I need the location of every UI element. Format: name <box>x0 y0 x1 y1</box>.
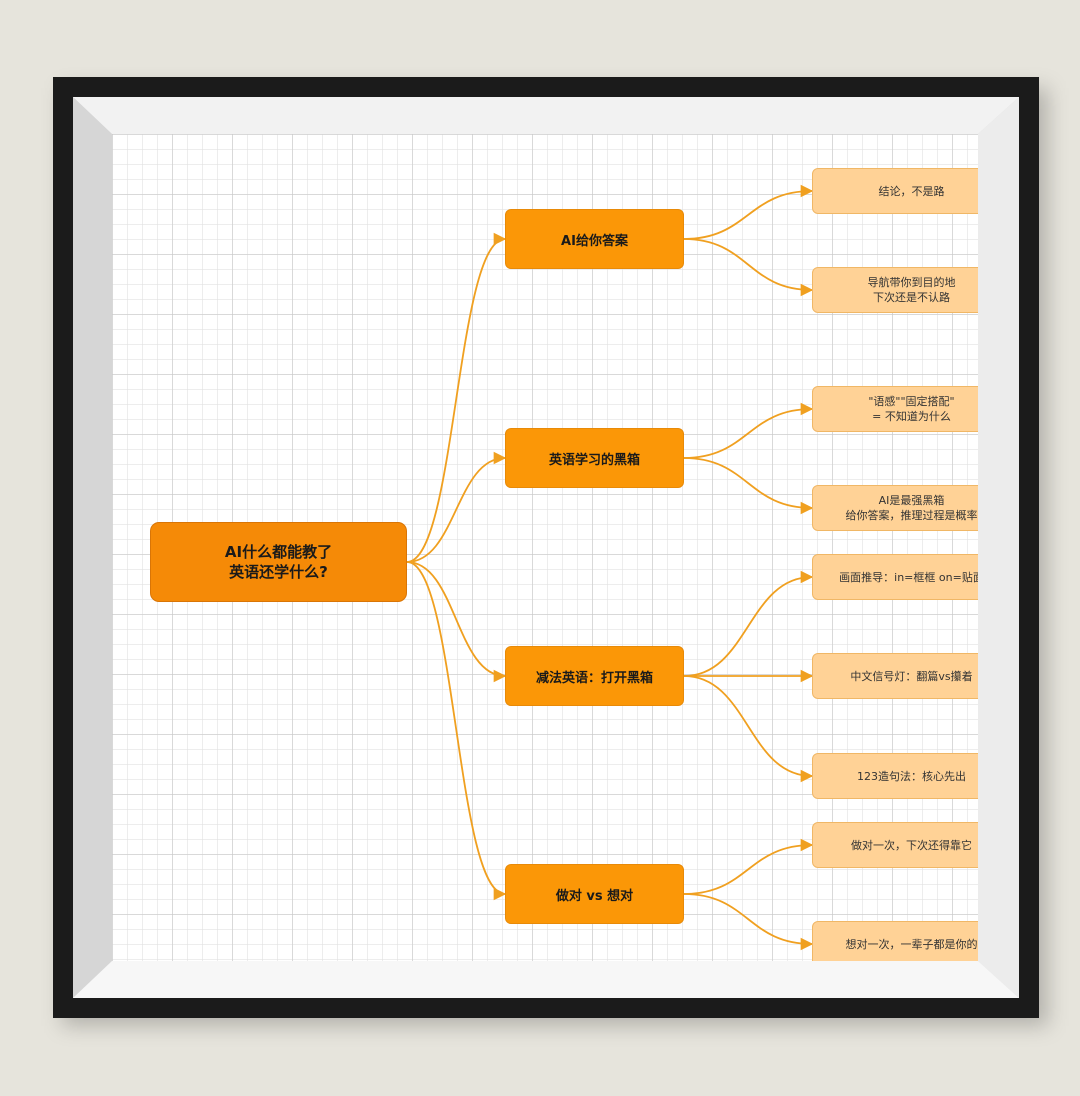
root-connector <box>406 561 507 683</box>
root-label: AI什么都能教了 英语还学什么? <box>224 543 333 581</box>
leaf-node[interactable]: "语感""固定搭配" = 不知道为什么 <box>812 386 978 432</box>
leaf-node[interactable]: 123造句法：核心先出 <box>812 753 978 799</box>
root-connector <box>406 451 507 563</box>
leaf-connector <box>683 184 814 240</box>
leaf-label: AI是最强黑箱 给你答案，推理过程是概率 <box>845 494 978 522</box>
connector-layer <box>406 184 814 951</box>
leaf-connector <box>683 402 814 459</box>
mindmap-canvas: AI什么都能教了 英语还学什么? AI给你答案 英语学习的黑箱 减法英语：打开黑… <box>112 134 978 961</box>
leaf-node[interactable]: AI是最强黑箱 给你答案，推理过程是概率 <box>812 485 978 531</box>
branch-node-ai-answer[interactable]: AI给你答案 <box>505 209 684 269</box>
leaf-connector <box>683 675 814 783</box>
root-node[interactable]: AI什么都能教了 英语还学什么? <box>150 522 407 602</box>
branch-label: AI给你答案 <box>561 233 628 249</box>
leaf-connector <box>683 893 814 951</box>
leaf-label: 做对一次，下次还得靠它 <box>851 838 972 852</box>
leaf-node[interactable]: 画面推导：in=框框 on=贴面 <box>812 554 978 600</box>
leaf-node[interactable]: 导航带你到目的地 下次还是不认路 <box>812 267 978 313</box>
frame-mat: AI什么都能教了 英语还学什么? AI给你答案 英语学习的黑箱 减法英语：打开黑… <box>73 97 1019 998</box>
leaf-label: 画面推导：in=框框 on=贴面 <box>839 570 978 584</box>
mat-bevel <box>73 97 1019 998</box>
leaf-label: "语感""固定搭配" = 不知道为什么 <box>868 395 955 423</box>
leaf-node[interactable]: 做对一次，下次还得靠它 <box>812 822 978 868</box>
leaf-label: 导航带你到目的地 下次还是不认路 <box>867 276 956 304</box>
leaf-label: 中文信号灯：翻篇vs攥着 <box>850 669 973 683</box>
branch-label: 做对 vs 想对 <box>555 888 634 904</box>
leaf-connector <box>683 238 814 297</box>
branch-label: 英语学习的黑箱 <box>548 452 640 468</box>
root-connector <box>406 561 507 901</box>
leaf-connector <box>683 457 814 515</box>
leaf-connector <box>683 838 814 895</box>
picture-frame: AI什么都能教了 英语还学什么? AI给你答案 英语学习的黑箱 减法英语：打开黑… <box>53 77 1039 1018</box>
leaf-label: 想对一次，一辈子都是你的 <box>845 937 978 951</box>
leaf-node[interactable]: 结论，不是路 <box>812 168 978 214</box>
branch-label: 减法英语：打开黑箱 <box>535 670 653 686</box>
branch-node-do-vs-think[interactable]: 做对 vs 想对 <box>505 864 684 924</box>
branch-node-subtraction-english[interactable]: 减法英语：打开黑箱 <box>505 646 684 706</box>
leaf-node[interactable]: 中文信号灯：翻篇vs攥着 <box>812 653 978 699</box>
leaf-label: 123造句法：核心先出 <box>857 769 966 783</box>
leaf-node[interactable]: 想对一次，一辈子都是你的 <box>812 921 978 961</box>
leaf-connector <box>683 570 814 677</box>
root-connector <box>406 232 507 563</box>
branch-node-black-box[interactable]: 英语学习的黑箱 <box>505 428 684 488</box>
leaf-label: 结论，不是路 <box>878 184 945 198</box>
